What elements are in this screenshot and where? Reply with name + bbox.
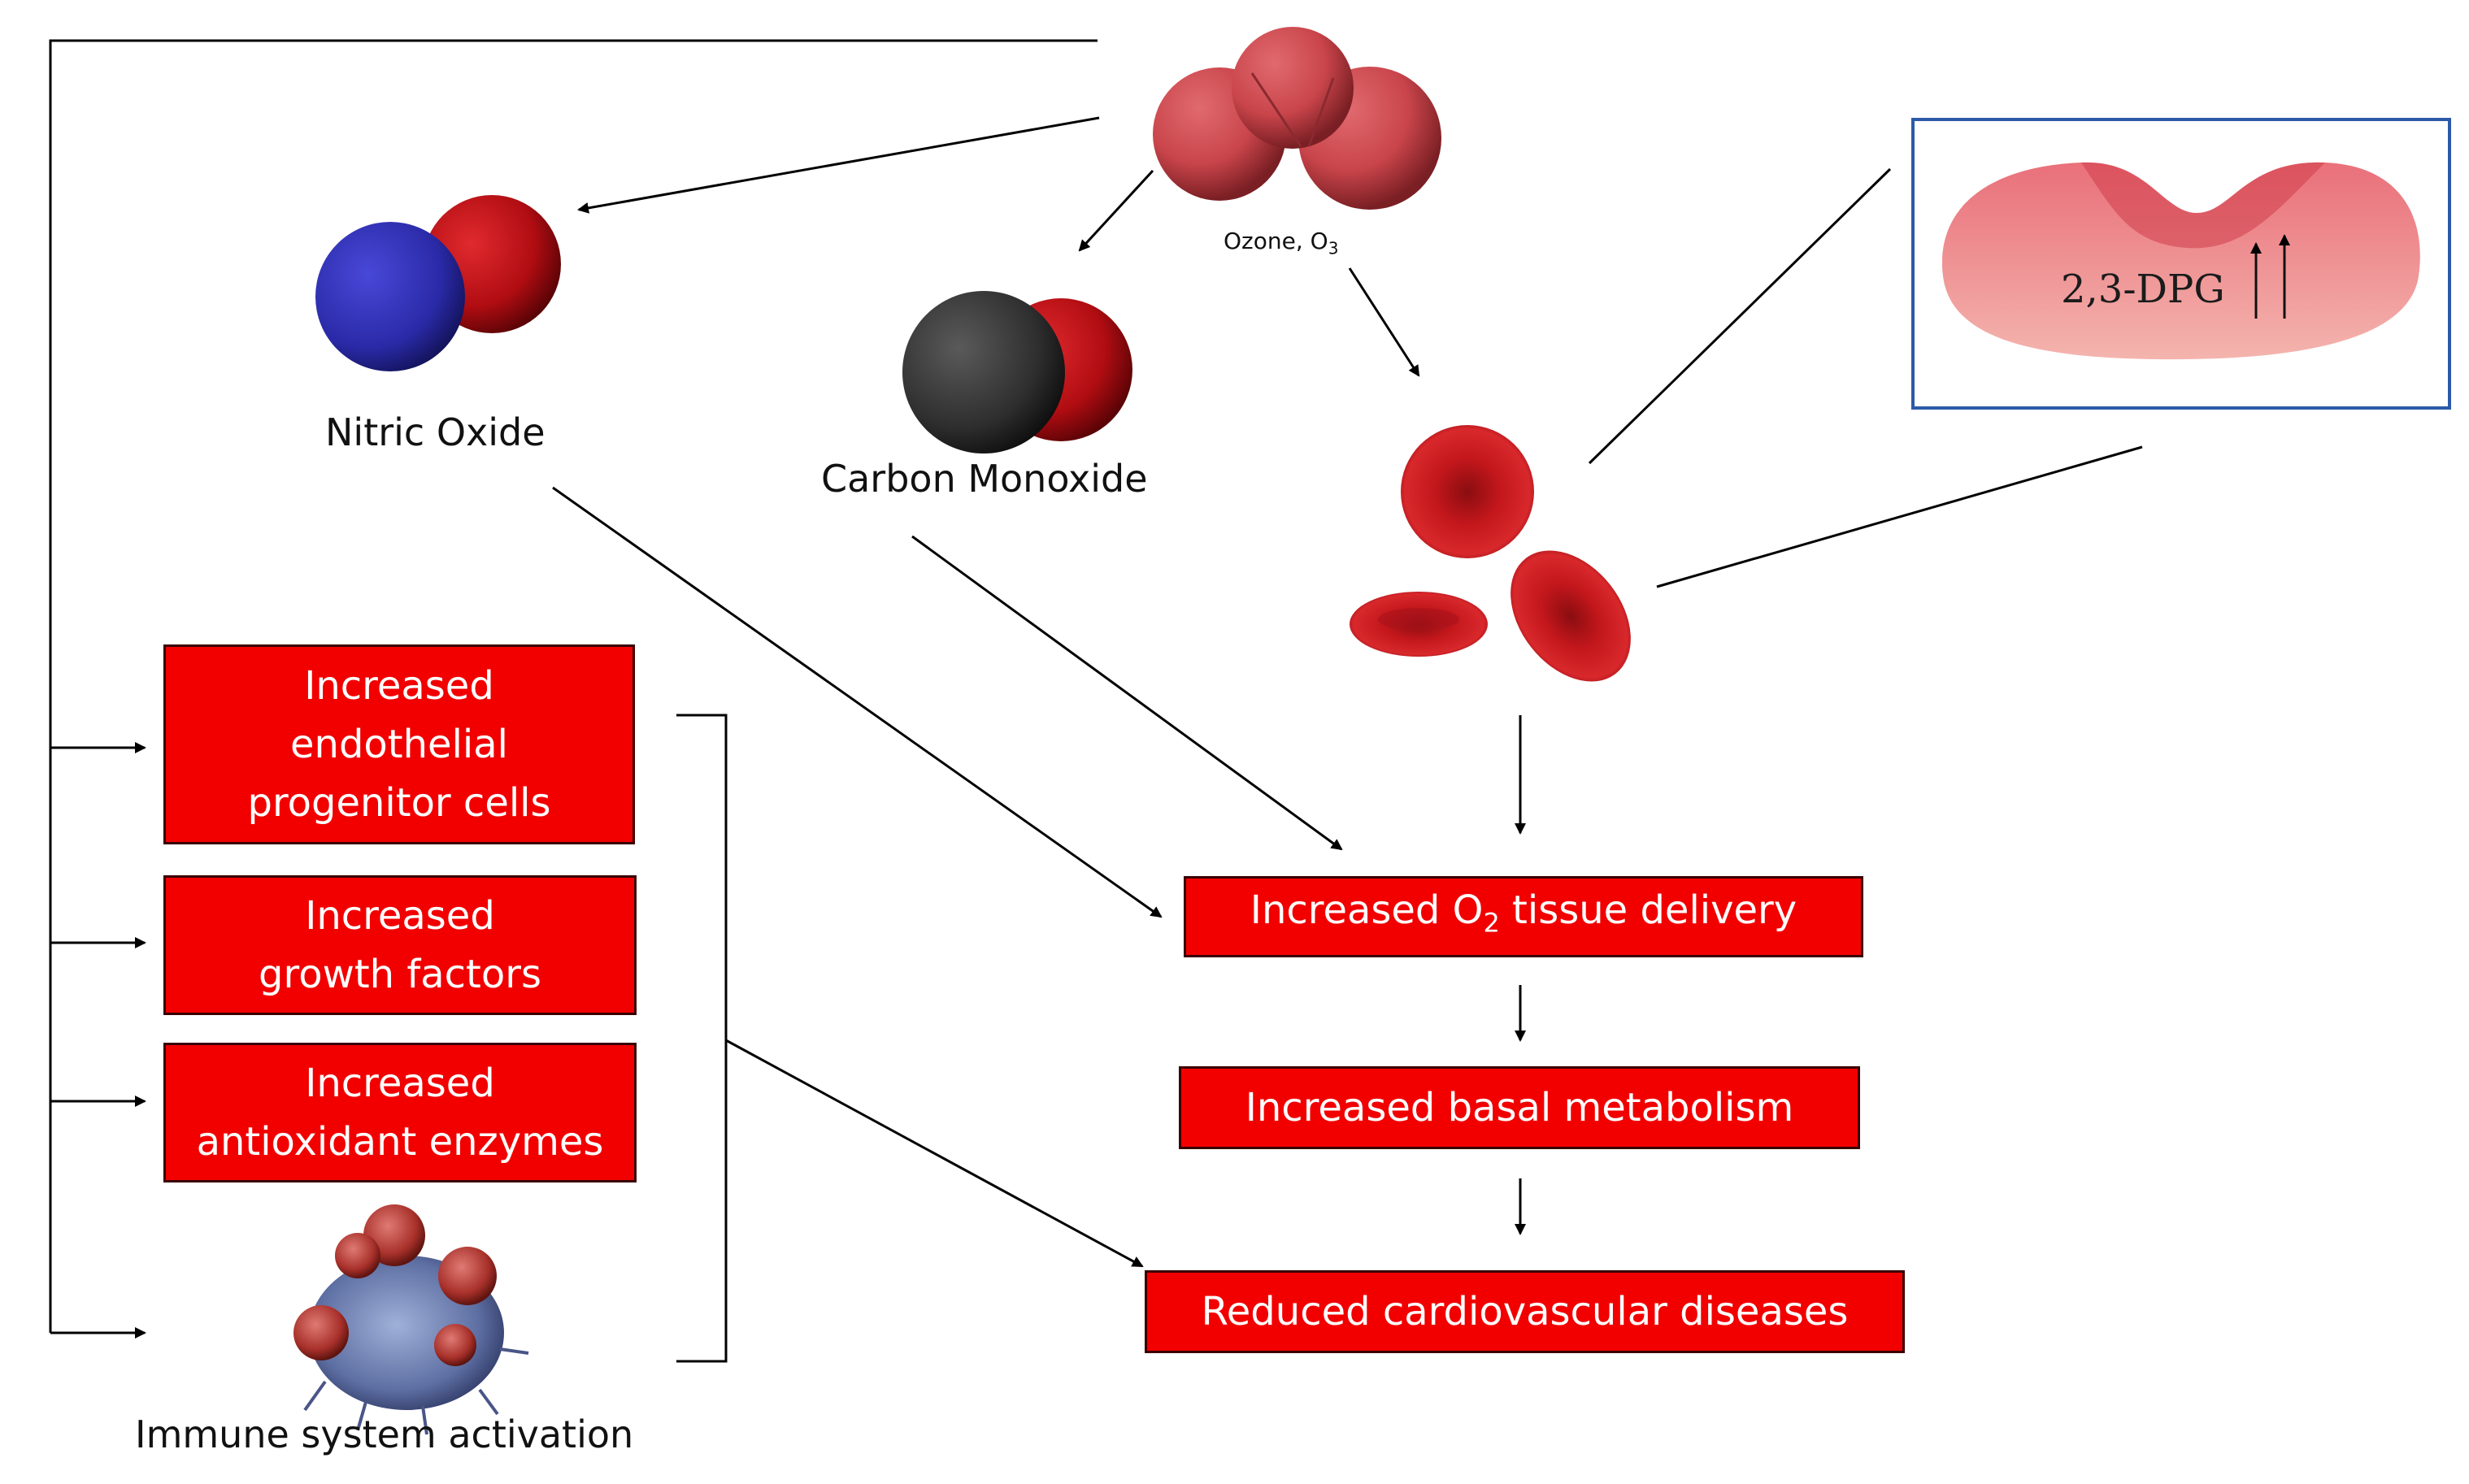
box-cardiovascular: Reduced cardiovascular diseases	[1145, 1270, 1905, 1353]
o2-suffix: tissue delivery	[1499, 887, 1797, 934]
immune-system-label: Immune system activation	[135, 1412, 634, 1456]
dpg-inset	[1911, 118, 2451, 410]
ozone-name: Ozone, O	[1224, 228, 1328, 254]
box-line: Increased	[305, 1061, 495, 1106]
box-line: progenitor cells	[247, 780, 551, 826]
o2-prefix: Increased O	[1250, 887, 1484, 934]
flow-arrows	[552, 486, 1526, 1235]
o2-subscript: 2	[1483, 907, 1500, 939]
box-line: growth factors	[259, 952, 541, 997]
feedback-connector	[49, 39, 1098, 1339]
red-blood-cells	[1350, 425, 1631, 682]
nitric-oxide-molecule	[315, 195, 561, 371]
box-endothelial-progenitor: Increased endothelial progenitor cells	[163, 644, 635, 844]
box-o2-delivery: Increased O2 tissue delivery	[1184, 876, 1863, 957]
ozone-label: Ozone, O3	[1224, 228, 1338, 258]
box-line: Increased	[304, 663, 494, 709]
box-line: Increased	[305, 893, 495, 939]
box-antioxidant-enzymes: Increased antioxidant enzymes	[163, 1043, 637, 1182]
box-line: endothelial	[290, 722, 508, 767]
left-bracket	[676, 714, 1144, 1363]
carbon-monoxide-label: Carbon Monoxide	[821, 457, 1148, 501]
box-basal-metabolism: Increased basal metabolism	[1179, 1066, 1860, 1149]
dpg-label: 2,3-DPG	[2061, 267, 2225, 312]
immune-cell-illustration	[293, 1204, 529, 1435]
box-line: antioxidant enzymes	[196, 1119, 604, 1165]
zoom-lines	[1588, 167, 2143, 588]
ozone-molecule	[1153, 27, 1441, 210]
ozone-subscript: 3	[1328, 238, 1339, 258]
box-growth-factors: Increased growth factors	[163, 875, 637, 1015]
carbon-monoxide-molecule	[902, 291, 1132, 453]
ozone-arrows	[577, 116, 1420, 377]
nitric-oxide-label: Nitric Oxide	[325, 410, 546, 454]
